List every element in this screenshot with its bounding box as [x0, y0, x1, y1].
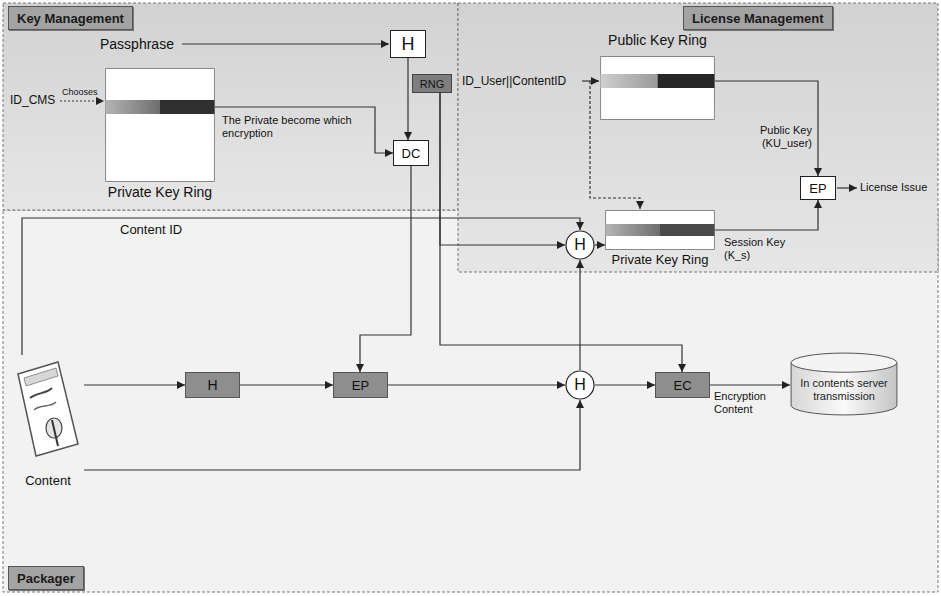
node-text: Packager: [17, 571, 75, 586]
panel-tab: Packager: [8, 566, 84, 590]
content-mark: [30, 388, 52, 398]
edge-label: Content ID: [120, 222, 210, 238]
key-ring-graphic: [600, 56, 715, 120]
connector-arrow: [595, 244, 605, 245]
node-text: H: [207, 377, 217, 393]
content-mark: [52, 420, 58, 446]
node-text: EC: [673, 378, 691, 393]
key-ring-table: Private Key Ring: [605, 210, 715, 270]
free-label: License Issue: [860, 181, 927, 193]
key-management-ground: [3, 3, 458, 210]
connector-arrow: [715, 81, 818, 176]
node-text: Key Management: [17, 11, 124, 26]
circle-shape: [566, 231, 594, 259]
node-text: EP: [352, 378, 369, 393]
node-text: H: [402, 34, 415, 55]
node-text: Public Key Ring: [608, 32, 707, 48]
key-ring-row: [601, 74, 658, 88]
free-label: Passphrase: [100, 36, 174, 52]
connector-arrow: [84, 400, 580, 470]
key-ring-table: Private Key Ring: [105, 68, 215, 206]
content-illustration: [18, 362, 78, 456]
connector-arrow: [440, 93, 682, 372]
process-box: DC: [393, 140, 429, 166]
process-box: H: [185, 372, 240, 398]
panel-tab: License Management: [683, 6, 833, 30]
key-ring-row: [660, 224, 714, 236]
key-ring-frame: [601, 57, 715, 120]
connector-arrow: [579, 260, 580, 370]
key-ring-row: [658, 74, 715, 88]
process-box: EC: [655, 372, 710, 398]
node-text: EP: [809, 181, 826, 196]
process-box: H: [390, 30, 426, 58]
key-ring-frame: [106, 69, 215, 182]
chooses-arrow: [60, 100, 104, 101]
key-ring-graphic: [105, 68, 215, 182]
process-box: EP: [333, 372, 388, 398]
node-text: In contents server transmission: [798, 377, 890, 403]
key-ring-row: [606, 224, 660, 236]
key-ring-row: [160, 100, 214, 114]
key-ring-graphic: [605, 210, 715, 250]
key-ring-row: [106, 100, 160, 114]
content-packet: [18, 362, 78, 456]
connector-arrow: [595, 384, 655, 385]
edge-label: Encryption Content: [714, 390, 786, 416]
free-label: ID_CMS: [10, 93, 55, 107]
node-text: H: [574, 236, 586, 254]
connector-arrow: [407, 58, 408, 140]
connector-arrow: [240, 384, 333, 385]
circle-shape: [566, 371, 594, 399]
edge-label: The Private become which encryption: [222, 114, 352, 140]
content-packet-top: [24, 368, 58, 386]
connector-arrow: [388, 384, 565, 385]
cylinder-top: [791, 353, 897, 372]
node-text: H: [574, 376, 586, 394]
content-mark: [34, 402, 56, 410]
node-text: Content: [25, 473, 71, 488]
edge-label: Session Key (K_s): [724, 236, 812, 262]
hash-circle: H: [565, 230, 595, 260]
connector-arrow: [710, 384, 790, 385]
panel-region: License ManagementPublic Key RingH Privat…: [458, 3, 938, 272]
connector-arrow: [715, 200, 818, 230]
node-text: Private Key Ring: [108, 184, 212, 200]
process-box: EP: [800, 176, 836, 200]
panel-region: Packager Content H EP H EC In contents server …: [3, 210, 938, 592]
database-cylinder: In contents server transmission: [790, 352, 898, 416]
key-ring-frame: [606, 211, 715, 250]
content-item: Content: [12, 355, 84, 490]
process-box: RNG: [412, 74, 452, 93]
key-ring-grid: [600, 56, 715, 120]
key-ring-grid: [605, 210, 715, 250]
license-management-ground: [458, 3, 938, 272]
panel-region: Key ManagementH Private Key Ring DC RNG: [3, 3, 458, 210]
panel-tab: Key Management: [8, 6, 133, 30]
node-text: RNG: [420, 78, 444, 90]
edge-label: Public Key (KU_user): [744, 124, 812, 150]
key-ring-grid: [105, 68, 215, 182]
key-ring-table: Public Key Ring: [600, 32, 715, 120]
connector-arrow: [360, 166, 411, 372]
node-text: License Management: [692, 11, 824, 26]
passphrase-arrow: [182, 43, 389, 44]
hash-circle: H: [565, 370, 595, 400]
connector-arrow: [84, 384, 185, 385]
free-label: ID_User||ContentID: [462, 74, 566, 88]
connector-arrow: [22, 218, 580, 355]
node-text: Private Key Ring: [612, 252, 709, 267]
free-label: Chooses: [62, 87, 98, 97]
connector-arrow: [440, 93, 565, 245]
connector-arrow: [215, 107, 393, 153]
license-issue-arrow: [837, 187, 857, 188]
node-text: DC: [402, 146, 421, 161]
